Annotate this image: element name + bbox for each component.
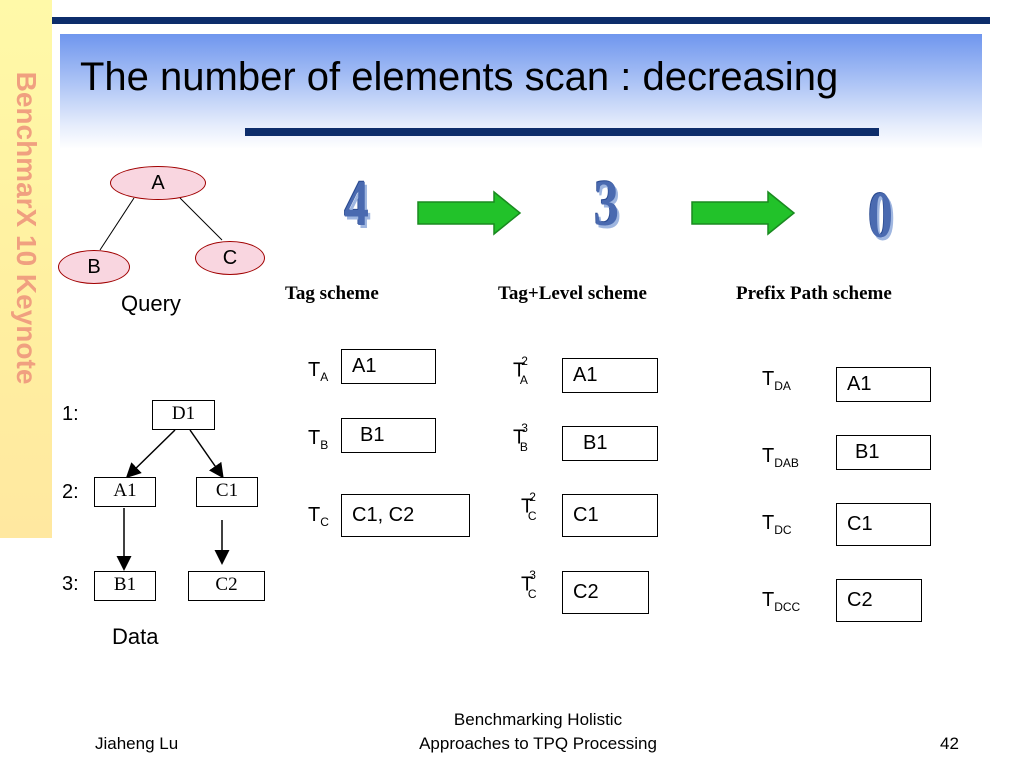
tag-level-scheme-title: Tag+Level scheme bbox=[498, 283, 647, 304]
data-node-d1: D1 bbox=[152, 400, 215, 430]
top-rule bbox=[52, 17, 990, 24]
tag-row-value: C1, C2 bbox=[341, 494, 470, 537]
tag-row-value: A1 bbox=[341, 349, 436, 384]
data-edge-d1-a1 bbox=[125, 429, 176, 479]
tag-level-row-label: T3B bbox=[513, 421, 528, 454]
green-arrow-1 bbox=[417, 190, 522, 236]
query-node-b: B bbox=[58, 250, 130, 284]
query-edge-a-c bbox=[179, 197, 223, 241]
prefix-path-row-value: A1 bbox=[836, 367, 931, 402]
prefix-path-row-label: TDA bbox=[762, 368, 791, 393]
tag-level-row-label: T3C bbox=[521, 568, 537, 601]
prefix-path-row-label: TDAB bbox=[762, 445, 799, 470]
level-label-2: 2: bbox=[62, 481, 79, 503]
data-node-a1: A1 bbox=[94, 477, 156, 507]
tag-scheme-title: Tag scheme bbox=[285, 283, 379, 304]
sidebar-banner bbox=[0, 0, 52, 538]
data-node-b1: B1 bbox=[94, 571, 156, 601]
tag-level-row-value: C1 bbox=[562, 494, 658, 537]
level-label-3: 3: bbox=[62, 573, 79, 595]
query-node-c: C bbox=[195, 241, 265, 275]
footer-center-line-2: Approaches to TPQ Processing bbox=[419, 734, 657, 753]
tag-row-label: TC bbox=[308, 504, 329, 529]
data-node-c1: C1 bbox=[196, 477, 258, 507]
tag-row-value: B1 bbox=[341, 418, 436, 453]
prefix-path-row-value: C2 bbox=[836, 579, 922, 622]
tag-level-row-label: T2C bbox=[521, 490, 537, 523]
tag-row-label: TA bbox=[308, 359, 329, 384]
count-tag-scheme: 4 bbox=[344, 167, 369, 240]
data-edge-d1-c1 bbox=[189, 429, 224, 479]
prefix-path-row-label: TDC bbox=[762, 512, 792, 537]
query-edge-a-b bbox=[99, 197, 135, 251]
data-node-c2: C2 bbox=[188, 571, 265, 601]
tag-level-row-label: T2A bbox=[513, 354, 528, 387]
data-label: Data bbox=[112, 624, 159, 649]
title-underline bbox=[245, 128, 879, 136]
footer-page-number: 42 bbox=[940, 734, 959, 753]
tag-level-row-value: C2 bbox=[562, 571, 649, 614]
prefix-path-row-value: B1 bbox=[836, 435, 931, 470]
tag-level-row-value: B1 bbox=[562, 426, 658, 461]
prefix-path-row-value: C1 bbox=[836, 503, 931, 546]
prefix-path-scheme-title: Prefix Path scheme bbox=[736, 283, 892, 304]
count-tag-level-scheme: 3 bbox=[594, 167, 619, 240]
footer-center-line-1: Benchmarking Holistic bbox=[453, 710, 623, 729]
query-label: Query bbox=[121, 291, 181, 316]
green-arrow-2 bbox=[691, 190, 796, 236]
query-node-a: A bbox=[110, 166, 206, 200]
level-label-1: 1: bbox=[62, 403, 79, 425]
footer-author: Jiaheng Lu bbox=[95, 734, 179, 753]
prefix-path-row-label: TDCC bbox=[762, 589, 801, 614]
tag-row-label: TB bbox=[308, 427, 329, 452]
tag-level-row-value: A1 bbox=[562, 358, 658, 393]
slide-title: The number of elements scan : decreasing bbox=[80, 55, 839, 99]
count-prefix-path-scheme: 0 bbox=[868, 179, 893, 252]
